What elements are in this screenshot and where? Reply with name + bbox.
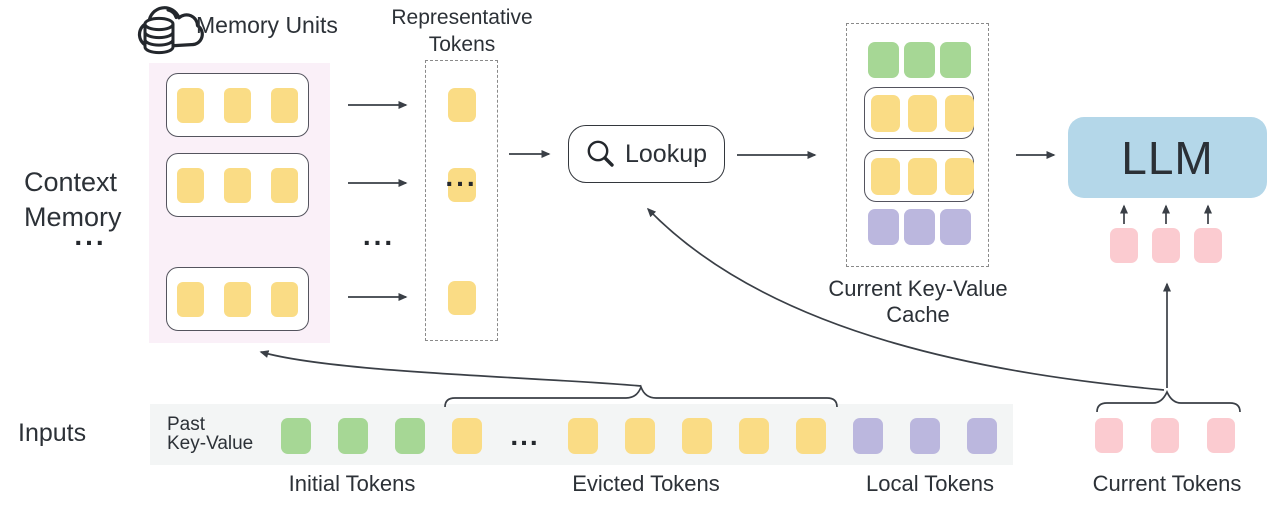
yellow-token [452,418,482,454]
memory-units-label: Memory Units [196,12,338,38]
pink-token [1151,418,1179,453]
memory-unit [166,267,309,331]
current-tokens-brace [1096,389,1241,413]
yellow-token [224,167,251,203]
green-token [904,42,935,78]
arrow-evicted-to-memory [259,350,642,387]
purple-token [940,209,971,245]
purple-token [904,209,935,245]
initial-tokens-label: Initial Tokens [288,471,416,496]
memory-unit [166,73,309,137]
purple-token [868,209,899,245]
past-key-value-label-line2: Key-Value [167,433,254,454]
inputs-label: Inputs [18,419,87,447]
past-key-value-label-line1: Past [167,414,206,435]
yellow-token [271,167,298,203]
context-memory-panel [149,63,330,343]
yellow-token [177,281,204,317]
memory-units-ellipsis: ... [74,220,107,251]
yellow-token [871,94,900,132]
cache-memory-unit [864,87,974,139]
green-token [940,42,971,78]
yellow-token [177,167,204,203]
representative-tokens-label: Representative Tokens [382,4,542,58]
green-token [395,418,425,454]
representative-tokens-label-line1: Representative [391,6,533,29]
past-key-value-label: Past Key-Value [167,415,253,453]
current-tokens [1095,418,1235,453]
local-tokens-label: Local Tokens [865,471,994,496]
purple-token [853,418,883,454]
yellow-token [271,87,298,123]
yellow-token [271,281,298,317]
context-memory-label-line2: Memory [24,202,122,232]
yellow-token [682,418,712,454]
past-kv-tokens: ... [281,418,997,454]
yellow-token [945,157,974,195]
llm-label: LLM [1121,131,1214,184]
current-tokens-label: Current Tokens [1092,471,1242,496]
current-kv-cache-label-line2: Cache [886,302,950,327]
cache-initial-row [868,42,971,78]
green-token [868,42,899,78]
representative-tokens-label-line2: Tokens [428,33,496,56]
green-token [281,418,311,454]
yellow-token [224,281,251,317]
search-icon [587,140,614,167]
cache-local-row [868,209,971,245]
yellow-token [739,418,769,454]
yellow-token [908,94,937,132]
evicted-tokens-label: Evicted Tokens [572,471,720,496]
yellow-token [177,87,204,123]
context-memory-label: Context Memory [24,165,122,235]
purple-token [967,418,997,454]
yellow-token [796,418,826,454]
cache-memory-unit [864,150,974,202]
yellow-token [908,157,937,195]
arrows-ellipsis: ... [362,220,396,251]
pink-token [1110,228,1138,263]
current-kv-cache-label-line1: Current Key-Value [828,276,1008,301]
yellow-token [945,94,974,132]
yellow-token [224,87,251,123]
llm-node: LLM [1068,117,1267,198]
memory-unit [166,153,309,217]
yellow-token [448,88,476,122]
lookup-node: Lookup [568,125,725,183]
representative-tokens-box [425,60,498,341]
yellow-token [625,418,655,454]
context-memory-label-line1: Context [24,167,118,197]
pink-token [1194,228,1222,263]
ellipsis: ... [510,420,540,451]
yellow-token [448,281,476,315]
current-kv-cache-label: Current Key-Value Cache [820,276,1016,328]
representative-tokens-ellipsis: ... [445,161,478,192]
green-token [338,418,368,454]
cloud-database-icon [137,6,204,55]
yellow-token [568,418,598,454]
yellow-token [448,168,476,202]
llm-input-tokens [1110,228,1222,263]
current-kv-cache-box [846,23,989,267]
pink-token [1095,418,1123,453]
pink-token [1207,418,1235,453]
lookup-label: Lookup [624,139,708,168]
purple-token [910,418,940,454]
yellow-token [871,157,900,195]
pink-token [1152,228,1180,263]
